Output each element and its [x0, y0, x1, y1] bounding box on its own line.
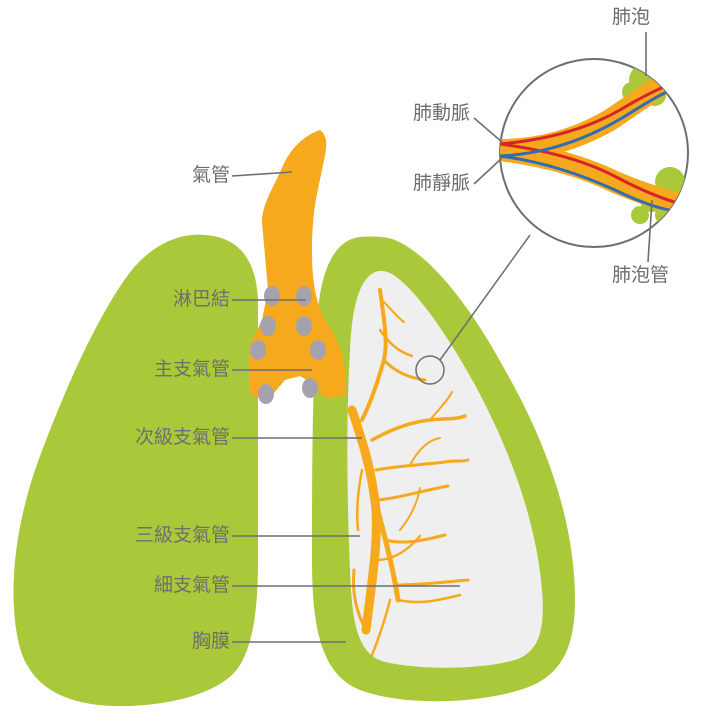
label-bronchiole: 細支氣管 — [100, 576, 230, 595]
label-pulmonary-vein: 肺靜脈 — [380, 174, 470, 193]
label-tertiary-bronchus: 三級支氣管 — [80, 526, 230, 545]
leader-vein — [474, 158, 502, 184]
label-pleura: 胸膜 — [150, 632, 230, 651]
label-lymph-nodes: 淋巴結 — [130, 290, 230, 309]
label-pulmonary-artery: 肺動脈 — [380, 104, 470, 123]
label-alveolar-duct: 肺泡管 — [612, 266, 669, 285]
label-secondary-bronchus: 次級支氣管 — [80, 428, 230, 447]
label-main-bronchus: 主支氣管 — [110, 360, 230, 379]
label-alveoli: 肺泡 — [612, 8, 650, 27]
label-trachea: 氣管 — [150, 166, 230, 185]
leader-artery — [474, 118, 502, 142]
